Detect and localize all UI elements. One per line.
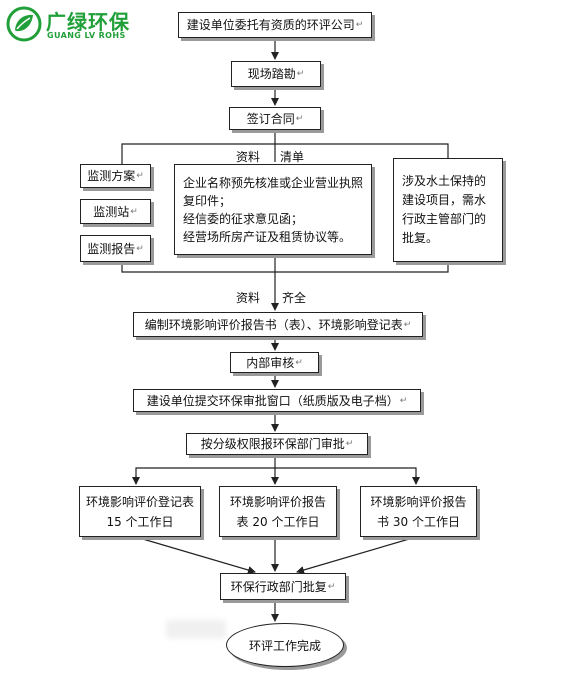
water-soil-box: 涉及水土保持的建设项目，需水行政主管部门的批复。 — [393, 158, 503, 262]
monitor-plan-box: 监测方案↵ — [80, 164, 151, 188]
line-branch-bottom — [121, 262, 449, 273]
report-book-label: 环境影响评价报告书 30 个工作日 — [370, 494, 467, 529]
step-survey-label: 现场踏勘 — [247, 67, 296, 81]
monitor-station-label: 监测站 — [93, 204, 130, 219]
line-branch-top — [121, 143, 449, 164]
background-smudge — [166, 620, 226, 638]
report-form-box: 环境影响评价报告表 20 个工作日 — [219, 486, 337, 537]
step-submit-box: 建设单位提交环保审批窗口（纸质版及电子档）↵ — [133, 389, 421, 412]
materials-item-3: 经营场所房产证及租赁协议等。 — [183, 229, 352, 244]
leaf-logo-icon — [6, 6, 42, 42]
label-list: 清单 — [280, 150, 305, 164]
logo-name: 广绿环保 — [46, 10, 130, 34]
step-done-oval: 环评工作完成 — [226, 623, 344, 667]
reg-form-label: 环境影响评价登记表 15 个工作日 — [86, 494, 195, 529]
step-entrust-label: 建设单位委托有资质的环评公司 — [186, 18, 355, 32]
arrow-reg-to-admin — [135, 536, 256, 574]
step-grade-approval-box: 按分级权限报环保部门审批↵ — [186, 433, 368, 455]
monitor-plan-label: 监测方案 — [87, 169, 136, 183]
logo-subtitle: GUANG LV ROHS — [47, 31, 126, 40]
monitor-report-label: 监测报告 — [87, 241, 136, 256]
company-logo: 广绿环保 GUANG LV ROHS — [6, 4, 138, 44]
label-materials: 资料 — [236, 150, 261, 164]
step-internal-review-box: 内部审核↵ — [230, 352, 319, 373]
label-complete: 齐全 — [282, 291, 307, 305]
step-submit-label: 建设单位提交环保审批窗口（纸质版及电子档） — [146, 393, 399, 408]
step-admin-reply-box: 环保行政部门批复↵ — [220, 573, 346, 600]
step-admin-reply-label: 环保行政部门批复 — [230, 579, 327, 594]
monitor-station-box: 监测站↵ — [80, 199, 151, 224]
report-form-label: 环境影响评价报告表 20 个工作日 — [229, 494, 326, 529]
step-contract-box: 签订合同↵ — [229, 107, 321, 130]
step-compile-box: 编制环境影响评价报告书（表）、环境影响登记表↵ — [133, 312, 423, 337]
step-grade-approval-label: 按分级权限报环保部门审批 — [200, 437, 345, 451]
label-materials-2: 资料 — [236, 291, 261, 305]
materials-item-2: 经信委的征求意见函； — [183, 211, 304, 226]
monitor-report-box: 监测报告↵ — [80, 235, 151, 262]
step-internal-review-label: 内部审核 — [246, 355, 295, 370]
water-soil-label: 涉及水土保持的建设项目，需水行政主管部门的批复。 — [402, 174, 487, 245]
materials-list-box: 企业名称预先核准或企业营业执照复印件； 经信委的征求意见函； 经营场所房产证及租… — [174, 164, 372, 255]
step-entrust-box: 建设单位委托有资质的环评公司↵ — [178, 12, 372, 38]
step-contract-label: 签订合同 — [246, 111, 295, 126]
arrow-book-to-admin — [296, 536, 417, 574]
report-book-box: 环境影响评价报告书 30 个工作日 — [360, 486, 477, 537]
step-done-label: 环评工作完成 — [248, 638, 321, 653]
reg-form-box: 环境影响评价登记表 15 个工作日 — [79, 486, 201, 537]
step-compile-label: 编制环境影响评价报告书（表）、环境影响登记表 — [144, 317, 403, 332]
line-split-horizontal — [135, 467, 417, 482]
materials-item-1: 企业名称预先核准或企业营业执照复印件； — [183, 175, 364, 208]
step-survey-box: 现场踏勘↵ — [231, 61, 321, 87]
